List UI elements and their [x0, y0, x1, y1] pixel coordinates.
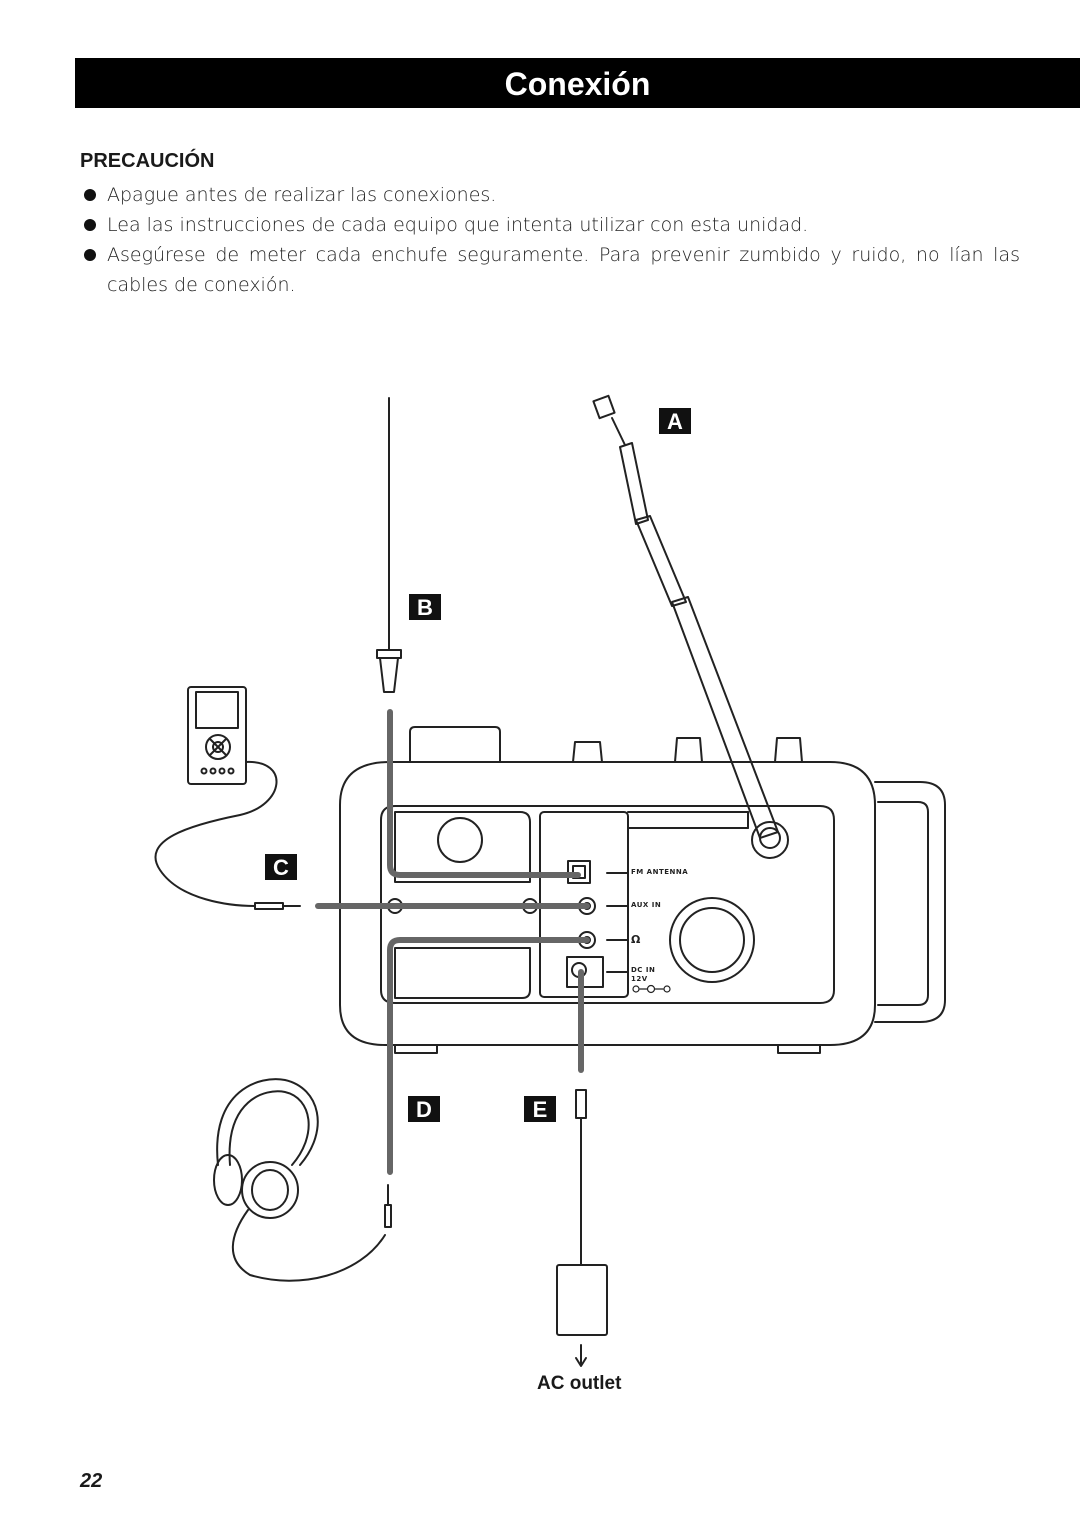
caution-item-text: Asegúrese de meter cada enchufe segurame… [107, 244, 1020, 296]
bullet-icon [84, 249, 96, 261]
callout-e: E [524, 1096, 556, 1122]
portable-player-icon [154, 686, 301, 910]
list-item: Lea las instrucciones de cada equipo que… [80, 210, 1020, 240]
callout-a: A [659, 408, 691, 434]
callout-b: B [409, 594, 441, 620]
headphones-symbol: Ω [631, 933, 641, 946]
callout-d: D [408, 1096, 440, 1122]
headphones-icon [213, 1078, 392, 1282]
ac-outlet-label: AC outlet [537, 1373, 622, 1394]
dc-in-label: DC IN [631, 966, 656, 974]
ac-adapter-icon [556, 1089, 608, 1367]
callout-c: C [265, 854, 297, 880]
list-item: Apague antes de realizar las conexiones. [80, 180, 1020, 210]
aux-in-label: AUX IN [631, 901, 662, 909]
wire-antenna-icon [376, 397, 402, 693]
page-title: Conexión [75, 58, 1080, 108]
bullet-icon [84, 189, 96, 201]
dc-voltage-label: 12V [631, 975, 648, 983]
radio-unit-icon [339, 726, 946, 1054]
page-number: 22 [80, 1470, 103, 1492]
caution-list: Apague antes de realizar las conexiones.… [80, 180, 1020, 300]
caution-heading: PRECAUCIÓN [80, 150, 215, 172]
caution-item-text: Lea las instrucciones de cada equipo que… [107, 214, 809, 236]
antenna-cable [387, 709, 581, 878]
fm-antenna-label: FM ANTENNA [631, 868, 689, 876]
bullet-icon [84, 219, 96, 231]
list-item: Asegúrese de meter cada enchufe segurame… [80, 240, 1020, 300]
connection-diagram [154, 394, 946, 1367]
connection-cables [315, 709, 590, 1175]
caution-item-text: Apague antes de realizar las conexiones. [107, 184, 497, 206]
headphone-cable [387, 937, 590, 1175]
telescopic-antenna-icon [592, 394, 789, 859]
